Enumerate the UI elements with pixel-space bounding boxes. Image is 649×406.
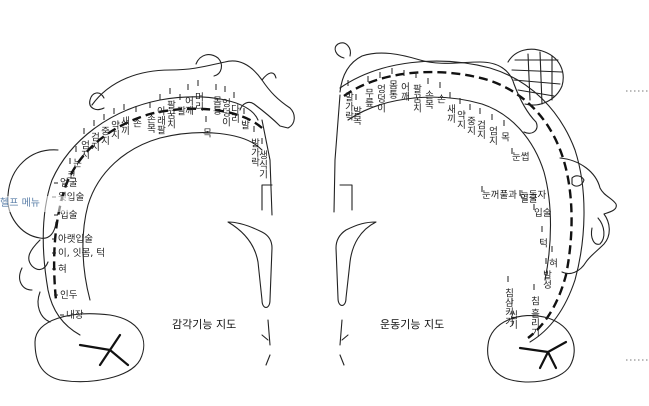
sensory-label: 검지 — [89, 131, 100, 152]
sensory-label: 아래팔 — [155, 106, 166, 135]
motor-label: 새끼 — [445, 104, 456, 124]
motor-label: 손 — [435, 94, 446, 104]
sensory-label: 눈 — [71, 158, 82, 168]
sensory-label: 팔꿈치 — [165, 99, 176, 129]
motor-map-caption: 운동기능 지도 — [380, 318, 444, 331]
motor-label: 목 — [499, 132, 510, 142]
motor-label: 어깨 — [399, 82, 410, 102]
motor-label: 얼굴 — [520, 194, 538, 205]
sensory-label: 손 — [131, 118, 142, 128]
sensory-label: 아랫입술 — [58, 233, 93, 245]
sensory-label: 새끼 — [119, 116, 130, 136]
motor-label: 눈썹 — [512, 152, 529, 163]
sensory-label: 생식기 — [257, 150, 268, 179]
motor-label: 침 흘리기 — [529, 296, 540, 338]
motor-label: 씹기 — [507, 310, 518, 330]
motor-label: 무릎 — [363, 88, 374, 107]
motor-label: 팔꿈치 — [411, 83, 422, 113]
motor-label: 중지 — [465, 116, 476, 136]
sensory-label: 어깨 — [183, 96, 194, 116]
help-menu-link[interactable]: 헬프 메뉴 — [0, 196, 70, 212]
motor-label: 약지 — [455, 109, 466, 130]
motor-label: 엉덩이 — [375, 83, 386, 113]
motor-label: 검지 — [475, 119, 486, 140]
sensory-label: 손목 — [145, 114, 156, 134]
motor-label: 혀 — [547, 258, 558, 268]
sensory-label: 엄지 — [79, 139, 90, 160]
sensory-label: 발 — [239, 120, 250, 130]
motor-label: 침삼키기 — [503, 288, 514, 327]
sensory-label: 혀 — [58, 264, 67, 275]
sensory-label: 몸통 — [211, 96, 222, 115]
motor-cortex-strip — [343, 70, 573, 339]
sensory-label: 다리 — [229, 104, 240, 124]
motor-label: 턱 — [537, 237, 548, 248]
sensory-label: 발가락 — [249, 138, 260, 167]
sensory-label: 얼굴 — [60, 178, 78, 189]
sensory-map-caption: 감각기능 지도 — [172, 318, 236, 331]
sensory-label: 중지 — [99, 126, 110, 146]
sensory-label: 팔 — [175, 105, 186, 115]
motor-label: 눈꺼풀과 눈동자 — [482, 190, 546, 201]
sensory-label: 머리 — [193, 92, 204, 112]
sensory-label: 인두 — [60, 290, 78, 301]
motor-label: 발목 — [351, 106, 362, 126]
sensory-cortex-strip — [52, 107, 263, 301]
motor-label: 입술 — [534, 207, 552, 219]
sensory-label: 약지 — [109, 119, 120, 140]
motor-label: 발가락 — [343, 92, 354, 121]
motor-label: 발성 — [541, 270, 552, 289]
sensory-label: 이, 잇몸, 턱 — [58, 247, 105, 259]
sensory-label: 목 — [201, 128, 212, 138]
motor-label: 몸통 — [387, 80, 398, 99]
sensory-label: 입술 — [60, 209, 78, 221]
sensory-label: 엉덩이 — [220, 97, 231, 127]
sensory-label: 코 — [65, 170, 76, 180]
motor-label: 손목 — [423, 90, 434, 110]
motor-label: 엄지 — [487, 125, 498, 146]
sensory-label: 내장 — [66, 310, 84, 321]
